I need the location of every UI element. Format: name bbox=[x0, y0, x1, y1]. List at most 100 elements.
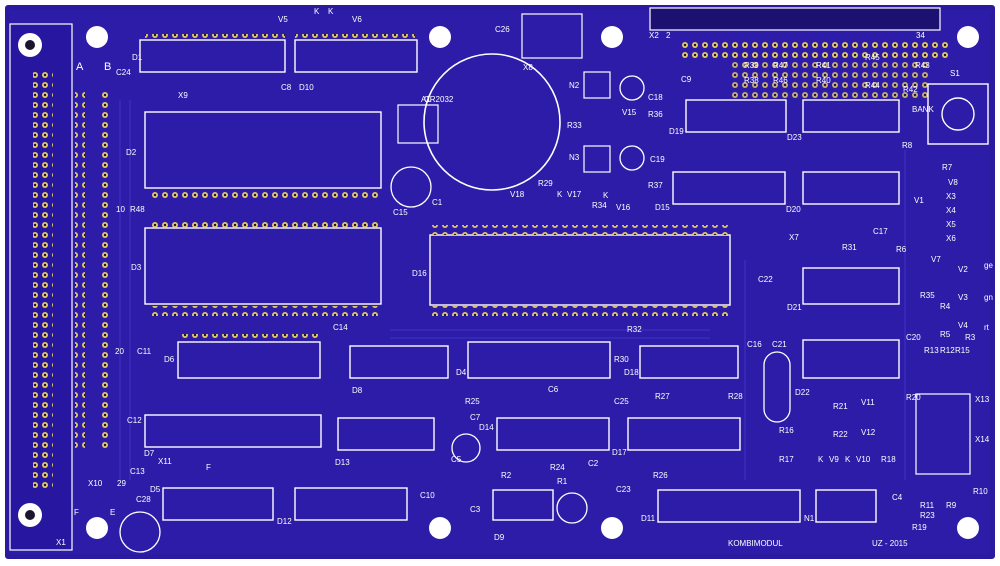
silk-label: X9 bbox=[178, 91, 188, 100]
silk-label: R12 bbox=[940, 346, 955, 355]
silk-label: D18 bbox=[624, 368, 639, 377]
silk-label: D6 bbox=[164, 355, 175, 364]
silk-label: V6 bbox=[352, 15, 362, 24]
silk-label: C3 bbox=[470, 505, 481, 514]
silk-label: C13 bbox=[130, 467, 145, 476]
silk-label: D16 bbox=[412, 269, 427, 278]
silk-label: R1 bbox=[557, 477, 568, 486]
silk-label: K bbox=[314, 7, 320, 16]
silk-label: V8 bbox=[948, 178, 958, 187]
silk-label: C21 bbox=[772, 340, 787, 349]
silk-label: X3 bbox=[946, 192, 956, 201]
silk-label: C16 bbox=[747, 340, 762, 349]
silk-label: C24 bbox=[116, 68, 131, 77]
silk-label: N2 bbox=[569, 81, 580, 90]
silk-label: R47 bbox=[773, 61, 788, 70]
silk-label: R30 bbox=[614, 355, 629, 364]
silk-label: R8 bbox=[902, 141, 913, 150]
silk-label: D22 bbox=[795, 388, 810, 397]
silk-label: gn bbox=[984, 293, 993, 302]
silk-label: X6 bbox=[946, 234, 956, 243]
silk-label: R36 bbox=[648, 110, 663, 119]
silk-label: R6 bbox=[896, 245, 907, 254]
silk-label: D21 bbox=[787, 303, 802, 312]
silk-label: D4 bbox=[456, 368, 467, 377]
silk-label: R33 bbox=[567, 121, 582, 130]
silk-label: D1 bbox=[132, 53, 143, 62]
silk-label: D23 bbox=[787, 133, 802, 142]
silk-label: C23 bbox=[616, 485, 631, 494]
board-credit-label: UZ - 2015 bbox=[872, 539, 908, 548]
silk-label: R16 bbox=[779, 426, 794, 435]
silk-label: C9 bbox=[681, 75, 692, 84]
silk-label: R9 bbox=[946, 501, 957, 510]
silk-label: X11 bbox=[158, 457, 172, 466]
silk-label: R3 bbox=[965, 333, 976, 342]
silk-label: X13 bbox=[975, 395, 990, 404]
silk-label: R5 bbox=[940, 330, 951, 339]
silk-label: D12 bbox=[277, 517, 292, 526]
silk-label: R46 bbox=[773, 76, 788, 85]
silk-label: K bbox=[557, 190, 563, 199]
silk-label: R43 bbox=[915, 61, 930, 70]
silk-label: R38 bbox=[744, 76, 759, 85]
silk-label: C2 bbox=[588, 459, 599, 468]
silk-label: X10 bbox=[88, 479, 103, 488]
silk-label: F bbox=[206, 463, 211, 472]
silk-label: K bbox=[845, 455, 851, 464]
silk-label: V2 bbox=[958, 265, 968, 274]
silk-label: C15 bbox=[393, 208, 408, 217]
silk-label: X1 bbox=[56, 538, 66, 547]
silk-label: V9 bbox=[829, 455, 839, 464]
silk-label: F bbox=[74, 508, 79, 517]
battery-holder-cr2032 bbox=[423, 53, 561, 191]
silk-label: K bbox=[603, 191, 609, 200]
silk-label: B bbox=[104, 61, 111, 73]
resistor-array bbox=[730, 60, 930, 100]
edge-connector-pads bbox=[33, 70, 53, 490]
silk-label: R27 bbox=[655, 392, 670, 401]
silk-label: R35 bbox=[920, 291, 935, 300]
copper-traces bbox=[119, 100, 906, 480]
silk-label: R7 bbox=[942, 163, 953, 172]
silk-label: R15 bbox=[955, 346, 970, 355]
silk-label: 10 bbox=[116, 205, 125, 214]
silk-label: D8 bbox=[352, 386, 363, 395]
silk-label: C18 bbox=[648, 93, 663, 102]
silk-label: R25 bbox=[465, 397, 480, 406]
silk-label: rt bbox=[984, 323, 990, 332]
silk-label: CR2032 bbox=[424, 95, 454, 104]
silk-label: R23 bbox=[920, 511, 935, 520]
battery-clip bbox=[397, 104, 439, 144]
mounting-holes bbox=[18, 26, 979, 539]
silk-label: R45 bbox=[865, 53, 880, 62]
silk-label: X7 bbox=[789, 233, 799, 242]
silk-label: C19 bbox=[650, 155, 665, 164]
silk-label: R40 bbox=[816, 76, 831, 85]
silk-label: C14 bbox=[333, 323, 348, 332]
silk-label: ge bbox=[984, 261, 993, 270]
silk-label: 20 bbox=[115, 347, 124, 356]
silk-label: C4 bbox=[892, 493, 903, 502]
silk-label: C22 bbox=[758, 275, 773, 284]
silk-label: D19 bbox=[669, 127, 684, 136]
silk-label: R39 bbox=[744, 61, 759, 70]
silk-label: V3 bbox=[958, 293, 968, 302]
silk-label: N1 bbox=[804, 514, 815, 523]
silk-label: V16 bbox=[616, 203, 631, 212]
silk-label: C5 bbox=[451, 455, 462, 464]
silk-label: C20 bbox=[906, 333, 921, 342]
silk-label: D20 bbox=[786, 205, 801, 214]
silk-label: R4 bbox=[940, 302, 951, 311]
silk-label: R42 bbox=[903, 85, 918, 94]
silk-label: X14 bbox=[975, 435, 990, 444]
transistor-outlines bbox=[521, 13, 971, 475]
silk-label: V1 bbox=[914, 196, 924, 205]
silk-label: V15 bbox=[622, 108, 637, 117]
silk-label: C12 bbox=[127, 416, 142, 425]
silk-label: K bbox=[328, 7, 334, 16]
silk-label: X2 bbox=[649, 31, 659, 40]
silk-label: R17 bbox=[779, 455, 794, 464]
